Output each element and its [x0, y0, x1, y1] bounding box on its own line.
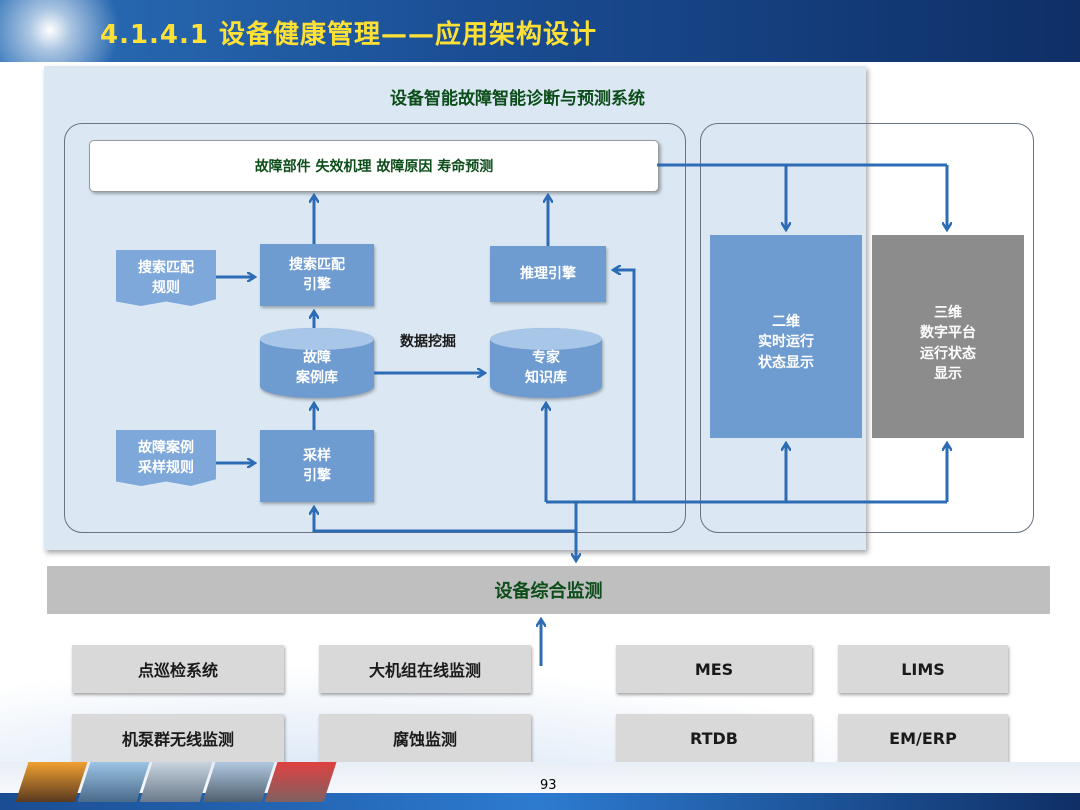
2d-status-display: 二维实时运行状态显示	[710, 235, 862, 438]
search-engine-line1: 搜索匹配	[289, 256, 345, 273]
fault-db-line2: 案例库	[296, 370, 338, 386]
search-engine-line2: 引擎	[303, 277, 331, 293]
source-lims: LIMS	[838, 645, 1008, 693]
3d-line2: 数字平台	[920, 325, 976, 342]
fault-case-database: 故障案例库	[260, 328, 374, 398]
3d-line1: 三维	[934, 305, 962, 321]
source-unit-online-monitoring: 大机组在线监测	[319, 645, 531, 693]
source-corrosion-monitoring: 腐蚀监测	[319, 714, 531, 762]
inference-engine-label: 推理引擎	[520, 265, 576, 282]
system-panel-title: 设备智能故障智能诊断与预测系统	[390, 89, 645, 109]
source-em-erp: EM/ERP	[838, 714, 1008, 762]
expert-knowledge-database: 专家知识库	[490, 328, 602, 398]
sampling-rule-doc: 故障案例采样规则	[116, 430, 216, 486]
source-inspection-system: 点巡检系统	[72, 645, 284, 693]
sampling-engine: 采样引擎	[260, 430, 374, 502]
search-rule-line1: 搜索匹配	[138, 259, 194, 276]
footer-photo-strip	[15, 762, 337, 802]
comprehensive-monitoring-bar: 设备综合监测	[47, 566, 1050, 614]
2d-line1: 二维	[772, 314, 800, 330]
data-mining-label: 数据挖掘	[400, 334, 456, 350]
3d-line4: 显示	[934, 365, 962, 382]
slide-title: 4.1.4.1 设备健康管理——应用架构设计	[100, 20, 598, 50]
display-group-box	[700, 123, 1034, 533]
sampling-rule-line1: 故障案例	[138, 439, 194, 456]
search-rule-line2: 规则	[152, 280, 180, 296]
source-pump-wireless-monitoring: 机泵群无线监测	[72, 714, 284, 762]
sampling-engine-line2: 引擎	[303, 468, 331, 484]
arrow-bus-to-inference	[614, 270, 636, 502]
expert-db-line1: 专家	[532, 349, 560, 366]
2d-line3: 状态显示	[758, 354, 814, 371]
arrow-bus-to-sampling	[314, 508, 576, 533]
search-rule-doc: 搜索匹配规则	[116, 250, 216, 306]
source-mes: MES	[616, 645, 812, 693]
header-banner: 4.1.4.1 设备健康管理——应用架构设计	[0, 0, 1080, 100]
sampling-engine-line1: 采样	[303, 447, 331, 464]
expert-db-line2: 知识库	[525, 370, 567, 386]
3d-line3: 运行状态	[920, 345, 976, 362]
sampling-rule-line2: 采样规则	[138, 460, 194, 476]
3d-status-display: 三维数字平台运行状态显示	[872, 235, 1024, 438]
source-rtdb: RTDB	[616, 714, 812, 762]
search-match-engine: 搜索匹配引擎	[260, 244, 374, 306]
page-number: 93	[540, 778, 557, 793]
fault-db-line1: 故障	[303, 349, 331, 366]
inference-engine: 推理引擎	[490, 246, 606, 302]
2d-line2: 实时运行	[758, 334, 814, 351]
